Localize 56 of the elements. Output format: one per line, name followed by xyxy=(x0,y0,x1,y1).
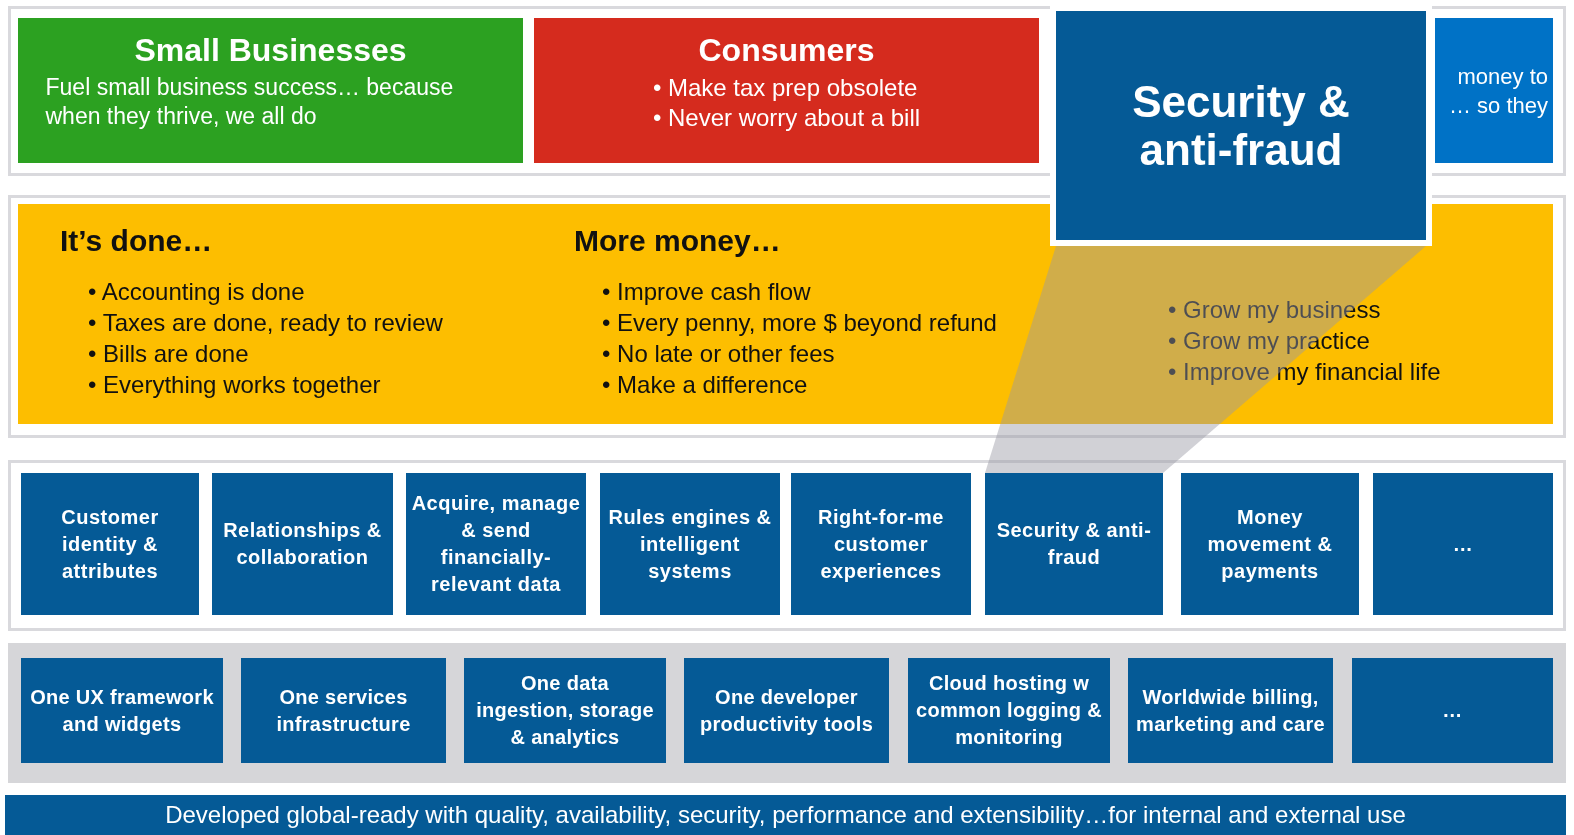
capability-label: Right-for-me customer experiences xyxy=(817,504,945,584)
card-heading: Small Businesses xyxy=(134,32,407,69)
bullet-item: • Grow my practice xyxy=(1167,326,1371,356)
bullet-item: • Never worry about a bill xyxy=(652,103,921,133)
column-heading: More money… xyxy=(574,224,782,258)
capability-box xyxy=(600,473,780,615)
platform-label: One data ingestion, storage & analytics xyxy=(475,671,655,750)
audience-card xyxy=(18,18,523,163)
bullet-item: • Taxes are done, ready to review xyxy=(87,308,443,338)
card-heading: Consumers xyxy=(698,32,875,69)
capability-label: … xyxy=(1451,531,1475,557)
card-text: money to … so they xyxy=(1447,62,1548,120)
platform-box xyxy=(241,658,446,763)
bullet-item: • Accounting is done xyxy=(87,277,306,307)
footer-banner xyxy=(5,795,1566,835)
capability-box xyxy=(1373,473,1553,615)
capability-label: Security & anti-fraud xyxy=(995,518,1153,570)
capability-label: Money movement & payments xyxy=(1206,504,1334,584)
capability-box xyxy=(406,473,586,615)
capability-box xyxy=(21,473,199,615)
goal-band xyxy=(18,204,1553,424)
capability-box xyxy=(212,473,393,615)
platform-label: One UX framework and widgets xyxy=(29,684,215,737)
capability-box xyxy=(985,473,1163,615)
platform-box xyxy=(908,658,1110,763)
column-heading: It’s done… xyxy=(60,224,214,258)
capability-box xyxy=(791,473,971,615)
platform-box xyxy=(684,658,889,763)
platform-box xyxy=(1128,658,1333,763)
platform-box xyxy=(1352,658,1553,763)
bullet-item: • Everything works together xyxy=(87,370,382,400)
platform-label: One services infrastructure xyxy=(275,684,412,737)
zoom-callout-cone xyxy=(985,246,1426,473)
bullet-item: • Make tax prep obsolete xyxy=(652,73,919,103)
capability-label: Rules engines & intelligent systems xyxy=(607,504,773,584)
bullet-item: • Make a difference xyxy=(601,370,809,400)
bullet-item: • Improve cash flow xyxy=(601,277,812,307)
bullet-item: • Improve my financial life xyxy=(1167,357,1441,387)
card-text: Fuel small business success… because when they thrive, we all do xyxy=(45,73,455,131)
audience-card xyxy=(1435,18,1553,163)
callout-title: Security & anti-fraud xyxy=(1131,77,1351,174)
capability-label: Relationships & collaboration xyxy=(222,518,383,570)
capability-label: Acquire, manage & send financially-relevant data xyxy=(410,491,582,597)
platform-label: One developer productivity tools xyxy=(698,684,875,737)
capability-box xyxy=(1181,473,1359,615)
bullet-item: • No late or other fees xyxy=(601,339,836,369)
bullet-item: • Every penny, more $ beyond refund xyxy=(601,308,997,338)
footer-text: Developed global-ready with quality, availability, security, performance and extensibility…for internal and external use xyxy=(165,801,1406,829)
platform-label: … xyxy=(1441,698,1464,723)
platform-label: Worldwide billing, marketing and care xyxy=(1135,684,1326,737)
platform-box xyxy=(21,658,223,763)
audience-card xyxy=(534,18,1039,163)
bullet-item: • Bills are done xyxy=(87,339,250,369)
capability-label: Customer identity & attributes xyxy=(60,504,160,584)
platform-label: Cloud hosting w common logging & monitoring xyxy=(915,671,1103,750)
platform-box xyxy=(464,658,666,763)
